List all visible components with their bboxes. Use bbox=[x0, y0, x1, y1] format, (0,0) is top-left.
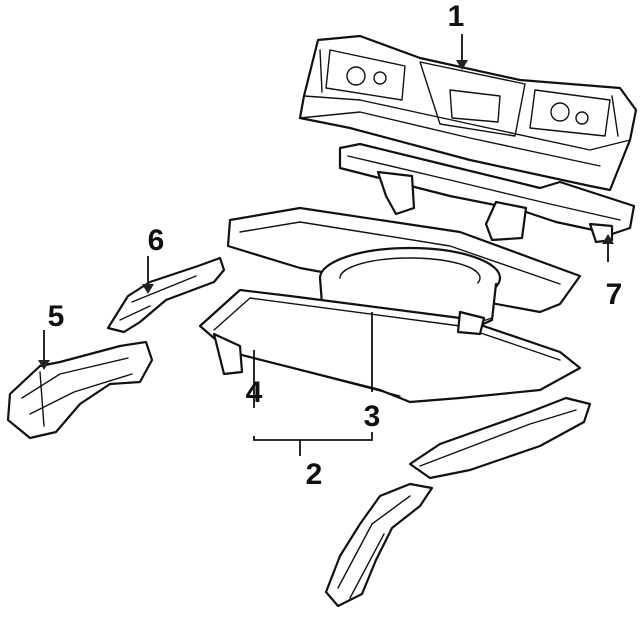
rear-body-panel bbox=[298, 34, 638, 192]
arrowhead-6 bbox=[142, 284, 154, 294]
callout-1: 1 bbox=[448, 0, 465, 33]
left-rail-part-5 bbox=[6, 340, 154, 440]
arrowheads bbox=[38, 60, 614, 370]
arrowhead-5 bbox=[38, 360, 50, 370]
bracket-part-6 bbox=[106, 256, 226, 334]
arrowhead-7 bbox=[602, 234, 614, 244]
rear-floor-pan bbox=[198, 206, 582, 404]
callouts: 1 7 6 5 3 4 2 bbox=[48, 0, 623, 491]
callout-7: 7 bbox=[606, 278, 623, 311]
callout-4: 4 bbox=[246, 376, 263, 409]
arrowhead-1 bbox=[456, 60, 468, 70]
right-rear-rail bbox=[324, 396, 592, 608]
callout-2: 2 bbox=[306, 458, 323, 491]
callout-6: 6 bbox=[148, 224, 165, 257]
callout-5: 5 bbox=[48, 300, 65, 333]
leader-2-bracket bbox=[253, 432, 373, 441]
rear-crossmember bbox=[338, 142, 636, 244]
callout-3: 3 bbox=[364, 400, 381, 433]
